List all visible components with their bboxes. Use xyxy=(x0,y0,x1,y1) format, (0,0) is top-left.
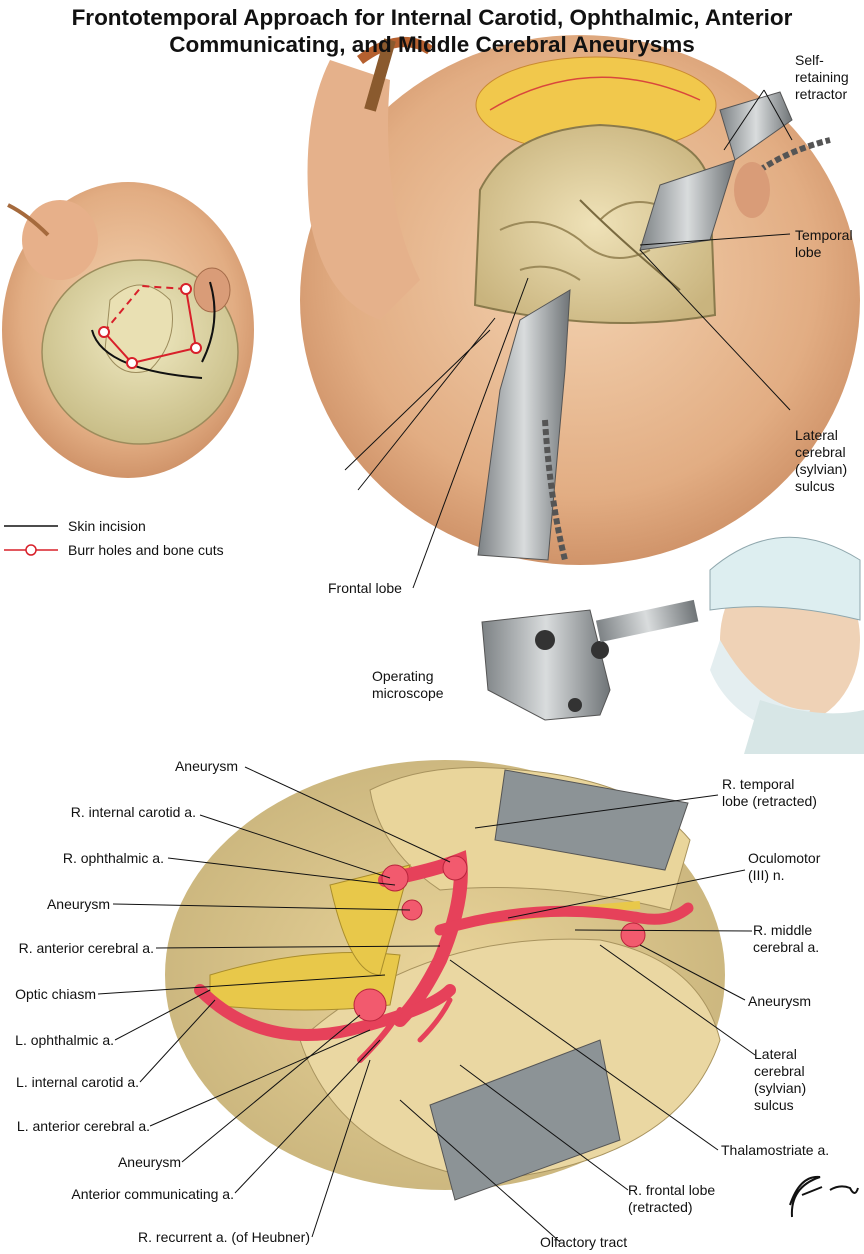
head-diagram-small xyxy=(2,182,254,478)
label-line: cerebral xyxy=(754,1063,805,1079)
legend-skin-incision: Skin incision xyxy=(68,518,146,534)
label-self-retaining-retractor: Self- retaining retractor xyxy=(795,52,849,103)
leader-lines-bottom xyxy=(97,766,756,1243)
label-line: retractor xyxy=(795,86,848,102)
page-title-line-1: Frontotemporal Approach for Internal Car… xyxy=(71,5,793,30)
label-line: Lateral xyxy=(754,1046,797,1062)
label-aneurysm-top: Aneurysm xyxy=(174,758,238,774)
label-r-frontal-lobe-retracted: R. frontal lobe (retracted) xyxy=(628,1182,715,1216)
label-anterior-communicating: Anterior communicating a. xyxy=(71,1186,234,1202)
page-title: Frontotemporal Approach for Internal Car… xyxy=(0,4,864,58)
label-r-anterior-cerebral: R. anterior cerebral a. xyxy=(18,940,154,956)
label-line: (sylvian) xyxy=(754,1080,807,1096)
label-r-middle-cerebral: R. middle cerebral a. xyxy=(753,922,819,956)
burr-hole xyxy=(126,357,138,369)
microscope-scene xyxy=(481,536,864,754)
label-line: (retracted) xyxy=(628,1199,693,1215)
page-title-line-2: Communicating, and Middle Cerebral Aneur… xyxy=(169,32,695,57)
leader-lines-top xyxy=(344,89,793,589)
label-line: Lateral xyxy=(795,427,838,443)
surgical-field xyxy=(165,760,725,1201)
burr-hole xyxy=(190,342,202,354)
label-lateral-cerebral-sulcus-bottom: Lateral cerebral (sylvian) sulcus xyxy=(754,1046,806,1114)
label-oculomotor: Oculomotor (III) n. xyxy=(748,850,820,884)
skin-incision-line xyxy=(91,329,203,379)
label-l-ophthalmic: L. ophthalmic a. xyxy=(15,1032,114,1048)
label-r-internal-carotid: R. internal carotid a. xyxy=(70,804,196,820)
label-line: R. temporal xyxy=(722,776,795,792)
legend-burr-holes: Burr holes and bone cuts xyxy=(68,542,224,558)
burr-hole xyxy=(98,326,110,338)
label-r-ophthalmic: R. ophthalmic a. xyxy=(62,850,164,866)
label-line: sulcus xyxy=(754,1097,794,1113)
label-l-anterior-cerebral: L. anterior cerebral a. xyxy=(16,1118,150,1134)
label-line: Temporal xyxy=(795,227,853,243)
label-line: Self- xyxy=(795,52,824,68)
label-line: Oculomotor xyxy=(748,850,821,866)
burr-hole xyxy=(180,283,192,295)
legend-marks xyxy=(4,525,58,556)
label-operating-microscope: Operating microscope xyxy=(372,668,444,702)
legend-burr-hole xyxy=(25,544,37,556)
label-olfactory-tract: Olfactory tract xyxy=(540,1234,628,1250)
label-lateral-cerebral-sulcus-top: Lateral cerebral (sylvian) sulcus xyxy=(795,427,847,495)
label-line: lobe xyxy=(795,244,822,260)
label-line: R. frontal lobe xyxy=(628,1182,716,1198)
signature xyxy=(789,1175,859,1218)
label-thalamostriate: Thalamostriate a. xyxy=(721,1142,830,1158)
label-line: microscope xyxy=(372,685,444,701)
label-frontal-lobe: Frontal lobe xyxy=(328,580,402,596)
label-l-internal-carotid: L. internal carotid a. xyxy=(16,1074,139,1090)
label-line: cerebral a. xyxy=(753,939,820,955)
label-optic-chiasm: Optic chiasm xyxy=(15,986,96,1002)
label-line: Operating xyxy=(372,668,434,684)
label-aneurysm-mid: Aneurysm xyxy=(46,896,110,912)
label-aneurysm-low: Aneurysm xyxy=(117,1154,181,1170)
label-line: lobe (retracted) xyxy=(722,793,817,809)
label-line: (III) n. xyxy=(748,867,785,883)
label-line: sulcus xyxy=(795,478,835,494)
label-line: retaining xyxy=(795,69,849,85)
head-diagram-large xyxy=(300,35,860,565)
label-r-temporal-lobe-retracted: R. temporal lobe (retracted) xyxy=(722,776,817,810)
label-line: cerebral xyxy=(795,444,846,460)
label-line: R. middle xyxy=(753,922,813,938)
label-aneurysm-right: Aneurysm xyxy=(748,993,812,1009)
label-line: (sylvian) xyxy=(795,461,848,477)
label-temporal-lobe: Temporal lobe xyxy=(795,227,853,261)
label-r-recurrent: R. recurrent a. (of Heubner) xyxy=(138,1229,310,1245)
